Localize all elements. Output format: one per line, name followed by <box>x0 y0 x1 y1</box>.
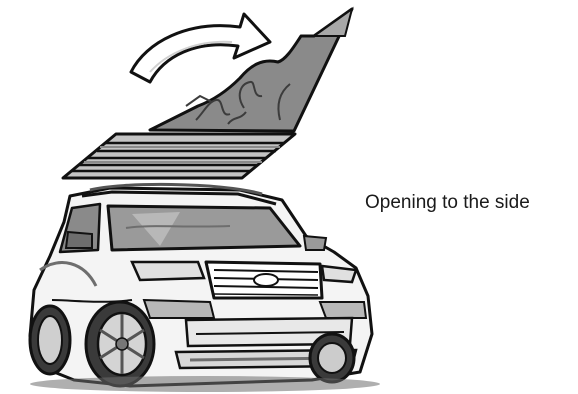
front-right-wheel <box>310 334 354 382</box>
rear-left-wheel <box>30 306 70 374</box>
front-left-wheel <box>86 302 154 386</box>
diagram-caption: Opening to the side <box>365 193 530 212</box>
suv-car-icon <box>30 184 380 392</box>
